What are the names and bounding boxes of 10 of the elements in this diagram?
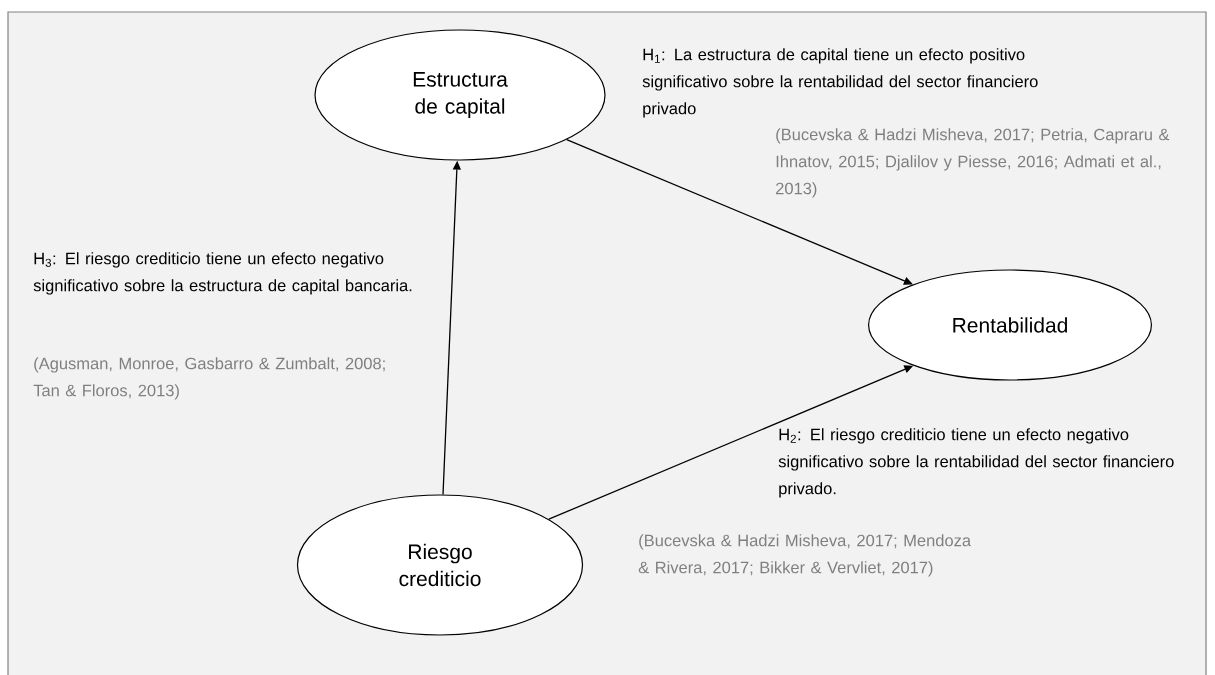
citation-text: (Bucevska & Hadzi Misheva, 2017; Petria, Capraru & Ihnatov, 2015; Djalilov y Piesse, 2016; Admati et al., 2013) (776, 128, 1170, 198)
ellipse-node: Estructura de capital (314, 29, 606, 161)
hypothesis-text: H$_{3}$: El riesgo crediticio tiene un efecto negativo significativo sobre la estructura de capital bancaria. (33, 252, 412, 295)
ellipse-node: Rentabilidad (868, 269, 1153, 381)
hypothesis-text: H$_{1}$: La estructura de capital tiene un efecto positivo significativo sobre la rentabilidad del sector financiero privado (642, 48, 1038, 118)
citation-text: (Agusman, Monroe, Gasbarro & Zumbalt, 2008; Tan & Floros, 2013) (33, 357, 385, 400)
citation-text: (Bucevska & Hadzi Misheva, 2017; Mendoza & Rivera, 2017; Bikker & Vervliet, 2017) (638, 534, 972, 577)
ellipse-node: Riesgo crediticio (296, 494, 584, 636)
arrow (566, 139, 913, 285)
hypothesis-text: H$_{2}$: El riesgo crediticio tiene un efecto negativo significativo sobre la rentabilidad del sector financiero privado. (778, 428, 1174, 498)
